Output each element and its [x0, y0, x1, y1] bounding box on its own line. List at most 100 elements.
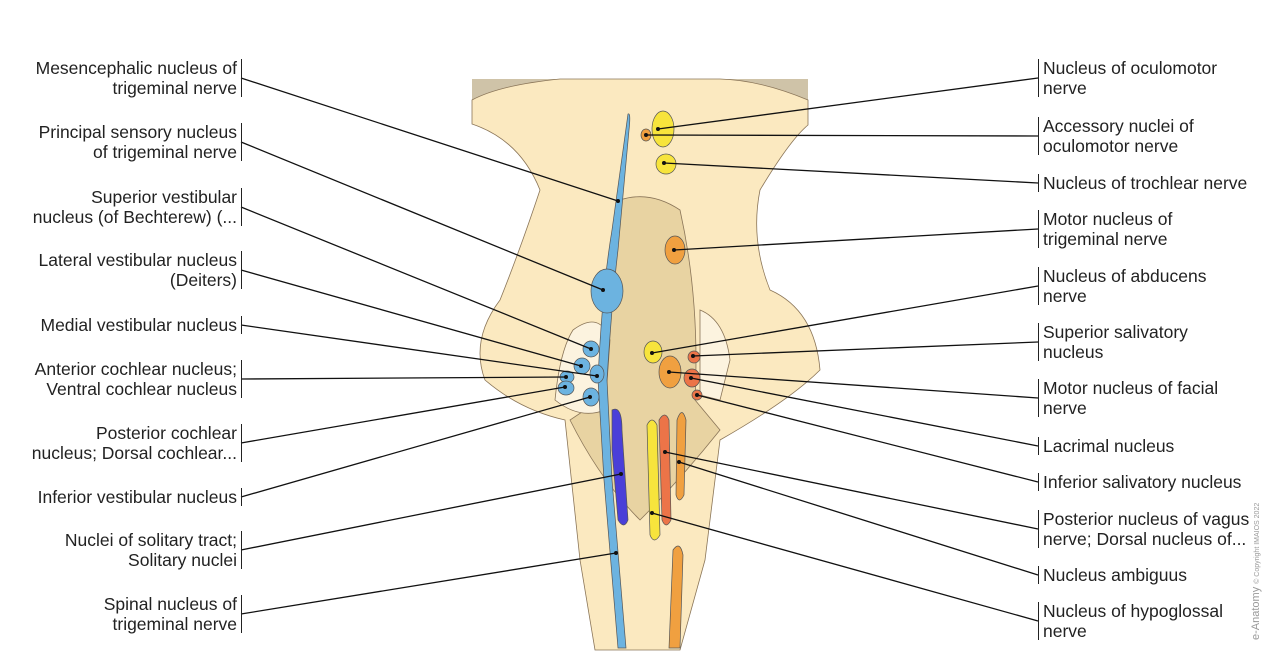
label-line: Nucleus of hypoglossal [1043, 601, 1223, 621]
leader-dot [588, 395, 592, 399]
label-bracket [1038, 267, 1039, 305]
leader-dot [667, 370, 671, 374]
label-line: nucleus; Dorsal cochlear... [31, 443, 237, 463]
label-bracket [241, 531, 242, 569]
leader-dot [595, 374, 599, 378]
label-bracket [1038, 59, 1039, 97]
label-bracket [241, 316, 242, 334]
right-label: Inferior salivatory nucleus [1043, 472, 1241, 492]
label-line: Inferior salivatory nucleus [1043, 472, 1242, 492]
leader-dot [564, 375, 568, 379]
leader-line [645, 134, 1039, 137]
label-line: nucleus (of Bechterew) (... [32, 207, 237, 227]
label-line: nerve [1043, 621, 1087, 641]
label-line: nerve [1043, 398, 1087, 418]
leader-line [651, 512, 1039, 622]
brainstem-tissue [471, 78, 821, 651]
right-label: Nucleus ambiguus [1043, 565, 1187, 585]
leader-line [696, 394, 1039, 483]
label-line: nerve [1043, 286, 1087, 306]
leader-line [678, 461, 1039, 576]
leader-line [240, 473, 622, 551]
leader-dot [656, 127, 660, 131]
leader-dot [672, 248, 676, 252]
leader-dot [677, 460, 681, 464]
label-line: Principal sensory nucleus [38, 122, 237, 142]
leader-dot [662, 161, 666, 165]
right-label: Nucleus of trochlear nerve [1043, 173, 1247, 193]
leader-line [657, 77, 1039, 130]
label-line: Anterior cochlear nucleus; [34, 359, 237, 379]
label-line: Spinal nucleus of [103, 594, 237, 614]
leader-dot [601, 288, 605, 292]
label-bracket [1038, 174, 1039, 192]
label-line: Nucleus of trochlear nerve [1043, 173, 1248, 193]
label-line: Superior vestibular [91, 187, 237, 207]
label-line: nucleus [1043, 342, 1104, 362]
label-bracket [241, 424, 242, 462]
label-line: Lateral vestibular nucleus [38, 250, 237, 270]
label-bracket [1038, 602, 1039, 640]
leader-dot [689, 376, 693, 380]
label-bracket [1038, 323, 1039, 361]
label-line: nerve [1043, 78, 1087, 98]
leader-line [668, 371, 1039, 399]
leader-dot [650, 511, 654, 515]
label-line: (Deiters) [169, 270, 237, 290]
leader-line [240, 376, 567, 380]
leader-line [240, 206, 592, 350]
label-bracket [241, 123, 242, 161]
leader-line [664, 451, 1039, 530]
label-line: trigeminal nerve [112, 78, 238, 98]
label-line: Nucleus of abducens [1043, 266, 1207, 286]
label-line: oculomotor nerve [1043, 136, 1179, 156]
label-line: Lacrimal nucleus [1043, 436, 1175, 456]
left-label: Inferior vestibular nucleus [38, 487, 237, 507]
nuclei [557, 110, 703, 649]
label-line: nerve; Dorsal nucleus of... [1043, 529, 1247, 549]
watermark-copyright: © Copyright IMAIOS 2022 [1254, 502, 1261, 584]
leader-line [663, 162, 1039, 184]
label-line: Posterior cochlear [95, 423, 237, 443]
label-line: Posterior nucleus of vagus [1043, 509, 1250, 529]
label-bracket [241, 251, 242, 289]
label-line: Inferior vestibular nucleus [37, 487, 237, 507]
label-line: Motor nucleus of [1043, 209, 1173, 229]
label-line: Nucleus ambiguus [1043, 565, 1187, 585]
leader-dot [650, 351, 654, 355]
left-label: Anterior cochlear nucleus;Ventral cochle… [35, 359, 237, 399]
leader-dot [644, 133, 648, 137]
leader-line [651, 285, 1039, 354]
leader-line [240, 324, 598, 377]
label-line: Medial vestibular nucleus [40, 315, 238, 335]
label-bracket [241, 488, 242, 506]
leader-dot [579, 364, 583, 368]
label-line: of trigeminal nerve [93, 142, 237, 162]
label-bracket [1038, 117, 1039, 155]
label-line: Accessory nuclei of [1043, 116, 1194, 136]
left-label: Nuclei of solitary tract;Solitary nuclei [65, 530, 237, 570]
leader-line [240, 386, 566, 444]
label-bracket [241, 59, 242, 97]
leader-dot [614, 551, 618, 555]
label-line: Solitary nuclei [128, 550, 237, 570]
leader-line [690, 377, 1039, 447]
leader-line [692, 341, 1039, 357]
label-line: trigeminal nerve [112, 614, 238, 634]
label-bracket [1038, 510, 1039, 548]
label-bracket [1038, 566, 1039, 584]
leader-dot [691, 354, 695, 358]
label-line: Nuclei of solitary tract; [64, 530, 237, 550]
label-line: Nucleus of oculomotor [1043, 58, 1218, 78]
